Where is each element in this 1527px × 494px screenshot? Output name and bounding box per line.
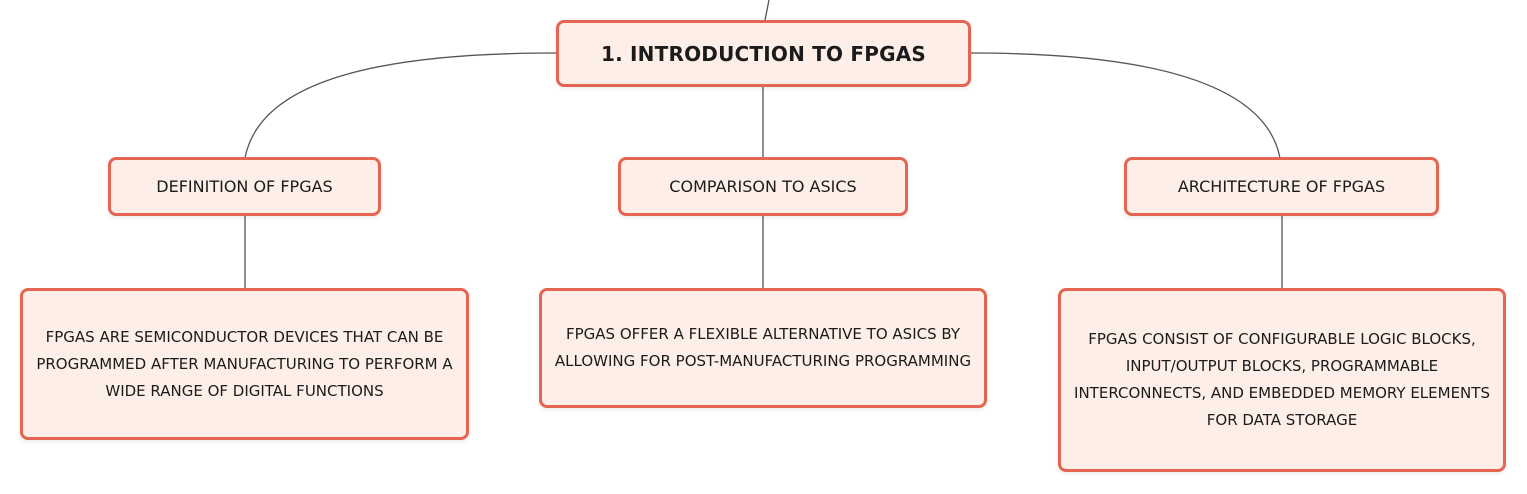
root-node-label: 1. INTRODUCTION TO FPGAS bbox=[600, 41, 927, 66]
branch-node-definition[interactable]: DEFINITION OF FPGAS bbox=[108, 157, 381, 216]
branch-node-label: DEFINITION OF FPGAS bbox=[156, 177, 333, 196]
detail-node-definition[interactable]: FPGAS ARE SEMICONDUCTOR DEVICES THAT CAN… bbox=[20, 288, 469, 440]
detail-node-comparison[interactable]: FPGAS OFFER A FLEXIBLE ALTERNATIVE TO AS… bbox=[539, 288, 987, 408]
connector-parent-root bbox=[764, 0, 770, 21]
branch-node-label: ARCHITECTURE OF FPGAS bbox=[1177, 177, 1386, 196]
detail-node-architecture[interactable]: FPGAS CONSIST OF CONFIGURABLE LOGIC BLOC… bbox=[1058, 288, 1506, 472]
root-node[interactable]: 1. INTRODUCTION TO FPGAS bbox=[556, 20, 971, 87]
detail-node-text: FPGAS OFFER A FLEXIBLE ALTERNATIVE TO AS… bbox=[554, 325, 972, 370]
branch-node-architecture[interactable]: ARCHITECTURE OF FPGAS bbox=[1124, 157, 1439, 216]
branch-node-comparison[interactable]: COMPARISON TO ASICS bbox=[618, 157, 908, 216]
detail-node-text: FPGAS ARE SEMICONDUCTOR DEVICES THAT CAN… bbox=[36, 327, 453, 400]
branch-node-label: COMPARISON TO ASICS bbox=[669, 177, 857, 196]
connector-root-definition bbox=[244, 52, 557, 159]
connector-root-architecture bbox=[970, 52, 1281, 159]
detail-node-text: FPGAS CONSIST OF CONFIGURABLE LOGIC BLOC… bbox=[1074, 330, 1490, 429]
